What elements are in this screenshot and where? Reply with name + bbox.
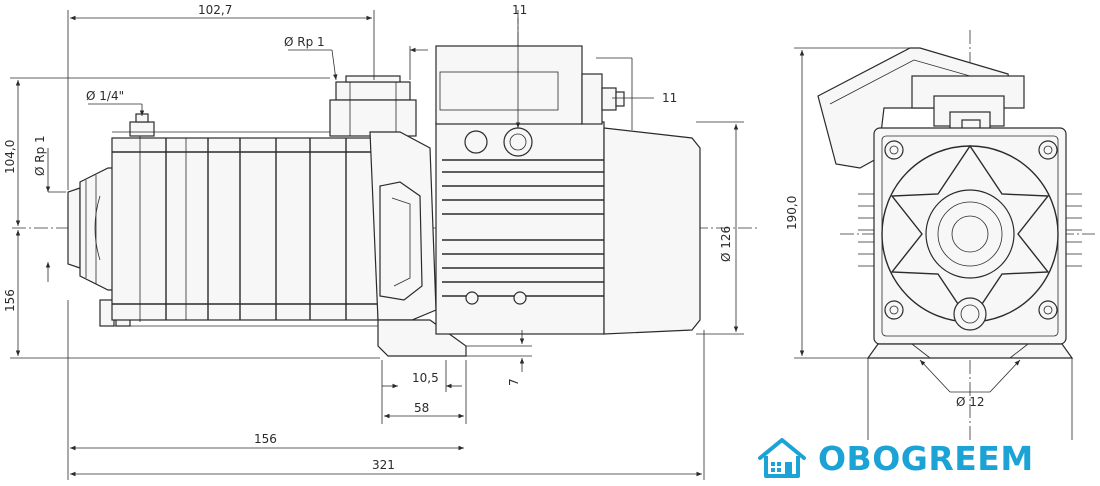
dim-104-label: 104,0	[3, 140, 17, 174]
brand-name: OBOGREEM	[818, 438, 1034, 478]
pipe-rp1-side-label: Ø Rp 1	[33, 135, 47, 176]
terminal-box	[435, 45, 633, 130]
callout-11-right-label: 11	[662, 91, 677, 105]
fan-cover	[603, 127, 701, 335]
front-dimensions: 190,0 Ø 12	[785, 47, 1073, 440]
callout-11-top-label: 11	[512, 3, 527, 17]
house-icon	[758, 438, 806, 478]
pump-head	[67, 113, 155, 327]
dim-102-7-label: 102,7	[198, 3, 232, 17]
dim-7-label: 7	[507, 378, 521, 386]
side-dimensions: 102,7 Ø Rp 1 11 11 Ø 1/4" Ø Rp 1 104,0 1…	[3, 3, 744, 480]
discharge-outlet	[329, 75, 417, 137]
dim-d126-label: Ø 126	[719, 226, 733, 262]
motor-body	[435, 121, 605, 335]
pipe-quarter-label: Ø 1/4"	[86, 89, 124, 103]
dim-58-label: 58	[414, 401, 429, 415]
front-view	[817, 47, 1082, 359]
dim-10-5-label: 10,5	[412, 371, 439, 385]
dim-156-bottom-label: 156	[254, 432, 277, 446]
pipe-rp1-top-label: Ø Rp 1	[284, 35, 325, 49]
motor-bracket	[369, 131, 467, 357]
dim-321-label: 321	[372, 458, 395, 472]
brand-logo: OBOGREEM	[756, 436, 1034, 480]
dim-156-left-label: 156	[3, 289, 17, 312]
dim-190-label: 190,0	[785, 196, 799, 230]
dim-d12-label: Ø 12	[956, 395, 985, 409]
pump-stages	[111, 131, 379, 327]
